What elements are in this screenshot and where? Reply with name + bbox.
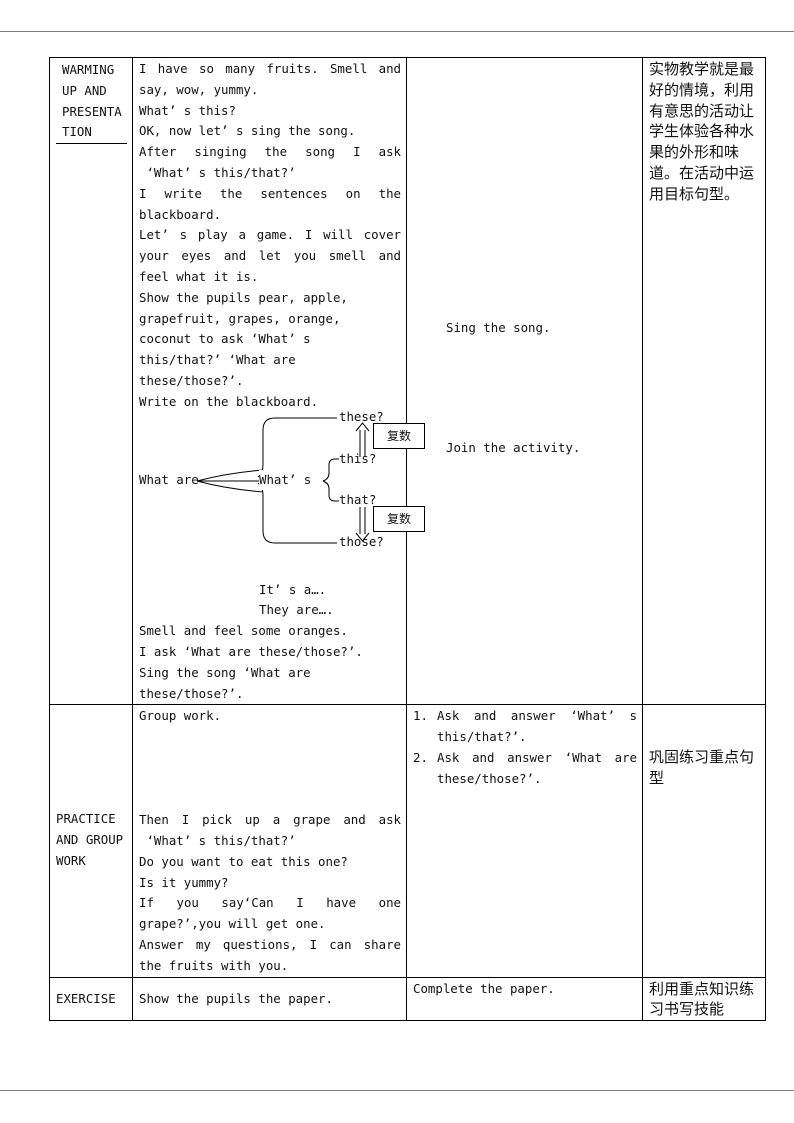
student-line: Sing the song. <box>446 320 551 335</box>
header-rule <box>0 31 794 32</box>
list-item-text: Ask and answer ‘What’ s this/that?’. <box>437 708 637 745</box>
teacher-line: these/those?’. <box>139 372 244 388</box>
big-brace <box>257 482 337 544</box>
diagram-what-are: What are <box>139 471 199 487</box>
teacher-line: Let’ s play a game. I will cover <box>139 227 401 243</box>
stage-cell: WARMING UP AND PRESENTA TION <box>49 56 133 706</box>
teacher-line: After singing the song I ask <box>139 144 401 160</box>
stage-label: TION <box>62 124 92 140</box>
teacher-line: I ask ‘What are these/those?’. <box>139 643 363 659</box>
teacher-line: feel what it is. <box>139 268 259 284</box>
plural-note-box: 复数 <box>373 505 425 532</box>
stage-label: WARMING <box>62 62 115 77</box>
diagram-whats: What’ s <box>259 469 312 491</box>
teacher-line: OK, now let’ s sing the song. <box>139 123 356 139</box>
teacher-line: the fruits with you. <box>139 957 289 973</box>
teacher-line: Smell and feel some oranges. <box>139 623 348 639</box>
stage-label: AND GROUP <box>56 832 124 848</box>
diagram-that: that? <box>339 491 377 507</box>
teacher-line: grapefruit, grapes, orange, <box>139 310 341 326</box>
teacher-line: It’ s a…. <box>259 581 327 597</box>
stage-label: EXERCISE <box>56 990 116 1006</box>
purpose-cell: 利用重点知识练习书写技能 <box>642 976 766 1022</box>
table-row-practice: PRACTICE AND GROUP WORK Group work. Then… <box>49 704 766 978</box>
stage-label: PRACTICE <box>56 811 116 827</box>
teacher-line: this/that?’ ‘What are <box>139 352 296 368</box>
bracket-lines <box>196 417 370 544</box>
teacher-line: They are…. <box>259 602 334 618</box>
connector-line <box>196 469 264 482</box>
big-brace <box>257 417 337 477</box>
up-arrow <box>359 429 366 457</box>
teacher-line: blackboard. <box>139 206 222 222</box>
teacher-line: Do you want to eat this one? <box>139 853 348 869</box>
table-row-warming-up: WARMING UP AND PRESENTA TION I have so m… <box>49 56 766 706</box>
teacher-line: Show the pupils pear, apple, <box>139 289 348 305</box>
teacher-activity-cell: Show the pupils the paper. <box>132 976 407 1022</box>
purpose-cell: 实物教学就是最好的情境，利用有意思的活动让学生体验各种水果的外形和味道。在活动中… <box>642 56 766 706</box>
purpose-text: 巩固练习重点句型 <box>649 748 755 788</box>
student-activity-cell: Complete the paper. <box>406 976 643 1022</box>
student-line: Join the activity. <box>446 439 581 455</box>
lesson-plan-table: WARMING UP AND PRESENTA TION I have so m… <box>49 56 766 1022</box>
table-row-exercise: EXERCISE Show the pupils the paper. Comp… <box>49 976 766 1022</box>
down-arrow-head <box>355 532 370 542</box>
teacher-line: coconut to ask ‘What’ s <box>139 331 311 347</box>
stage-label: PRESENTA <box>62 103 122 119</box>
small-brace <box>322 480 339 502</box>
teacher-line: ‘What’ s this/that?’ <box>139 164 296 180</box>
teacher-line: say, wow, yummy. <box>139 81 259 97</box>
diagram-these: these? <box>339 408 384 424</box>
teacher-activity-cell: Group work. Then I pick up a grape and a… <box>132 704 407 978</box>
teacher-line: these/those?’. <box>139 685 244 701</box>
purpose-text: 实物教学就是最好的情境，利用有意思的活动让学生体验各种水果的外形和味道。在活动中… <box>649 60 755 203</box>
teacher-line: Group work. <box>139 708 222 724</box>
student-line: Complete the paper. <box>413 980 555 996</box>
blackboard-diagram: What are What’ s these? this? that? thos… <box>139 409 425 580</box>
diagram-those: those? <box>339 533 384 549</box>
student-response-list: 1. Ask and answer ‘What’ s this/that?’. … <box>413 706 637 789</box>
teacher-line: your eyes and let you smell and <box>139 248 401 264</box>
stage-label: WORK <box>56 852 86 868</box>
teacher-line: ‘What’ s this/that?’ <box>139 832 296 848</box>
list-item: 2. Ask and answer ‘What are these/those?… <box>413 748 637 790</box>
teacher-line: Answer my questions, I can share <box>139 936 401 952</box>
student-activity-cell: Sing the song. Join the activity. <box>406 56 643 706</box>
list-item-number: 2. <box>413 749 428 765</box>
stage-cell: PRACTICE AND GROUP WORK <box>49 704 133 978</box>
teacher-line: I have so many fruits. Smell and <box>139 61 401 76</box>
plural-note-box: 复数 <box>373 422 425 449</box>
list-item-number: 1. <box>413 708 428 724</box>
teacher-line: grape?’,you will get one. <box>139 916 326 932</box>
teacher-line: Sing the song ‘What are <box>139 664 311 680</box>
teacher-line: Then I pick up a grape and ask <box>139 812 401 828</box>
purpose-text: 利用重点知识练习书写技能 <box>649 979 755 1019</box>
up-arrow-head <box>355 421 370 431</box>
list-item-text: Ask and answer ‘What are these/those?’. <box>437 749 637 786</box>
teacher-line: If you say‘Can I have one <box>139 895 401 911</box>
teacher-line: I write the sentences on the <box>139 185 401 201</box>
teacher-activity-cell: I have so many fruits. Smell and say, wo… <box>132 56 425 706</box>
down-arrow <box>359 506 366 534</box>
connector-line <box>196 480 264 493</box>
small-brace <box>322 458 339 482</box>
stage-divider <box>56 143 127 144</box>
footer-rule <box>0 1090 794 1091</box>
teacher-line: Show the pupils the paper. <box>139 990 333 1006</box>
stage-label: UP AND <box>62 82 107 98</box>
student-activity-cell: 1. Ask and answer ‘What’ s this/that?’. … <box>406 704 643 978</box>
diagram-this: this? <box>339 450 377 466</box>
purpose-cell: 巩固练习重点句型 <box>642 704 766 978</box>
teacher-line: What’ s this? <box>139 102 236 118</box>
stage-cell: EXERCISE <box>49 976 133 1022</box>
teacher-line: Write on the blackboard. <box>139 393 319 409</box>
list-item: 1. Ask and answer ‘What’ s this/that?’. <box>413 706 637 748</box>
teacher-line: Is it yummy? <box>139 874 229 890</box>
